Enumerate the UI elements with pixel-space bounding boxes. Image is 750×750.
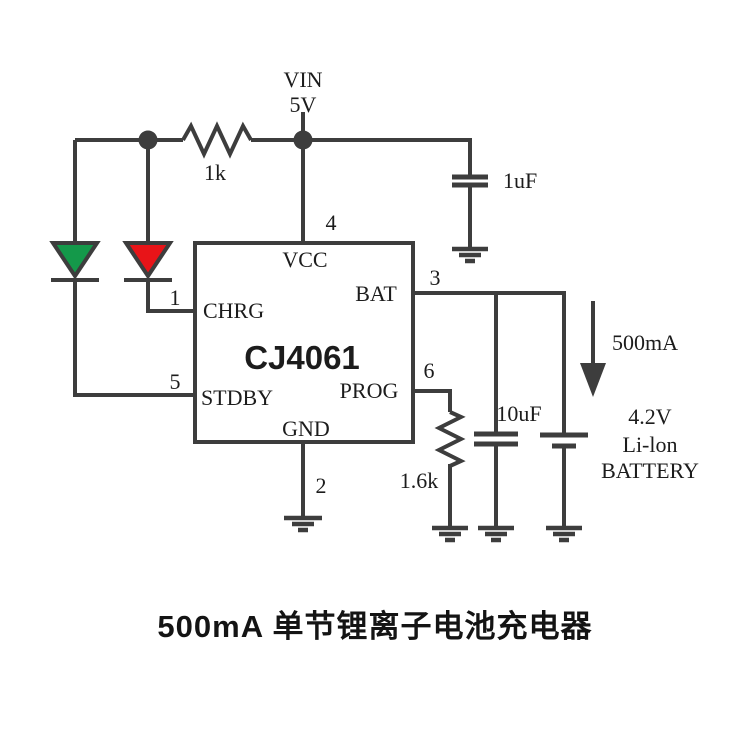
pin-label-gnd: GND	[282, 416, 330, 441]
battery-voltage-label: 4.2V	[628, 404, 672, 429]
ground-symbol-cout	[478, 525, 514, 543]
vin-net-label: VIN	[283, 67, 322, 92]
ground-symbol-battery	[546, 525, 582, 543]
pin-number-prog: 6	[424, 358, 435, 383]
pin-label-prog: PROG	[340, 378, 399, 403]
r-pullup-value-label: 1k	[204, 160, 226, 185]
pin-number-gnd: 2	[316, 473, 327, 498]
pin-label-stdby: STDBY	[201, 385, 273, 410]
ground-symbol-ic	[284, 515, 322, 533]
c-out-value-label: 10uF	[496, 401, 541, 426]
pin-label-vcc: VCC	[282, 247, 327, 272]
resistor-1k6-symbol	[434, 410, 466, 468]
charge-current-label: 500mA	[612, 330, 678, 355]
wire-stdby	[73, 280, 195, 397]
pin-number-vcc: 4	[326, 210, 337, 235]
ground-symbol-rprog	[432, 525, 468, 543]
vin-voltage-label: 5V	[290, 92, 317, 117]
pin-label-bat: BAT	[355, 281, 397, 306]
r-prog-value-label: 1.6k	[400, 468, 439, 493]
battery-chemistry-label: Li-lon	[623, 432, 678, 457]
ic-part-number: CJ4061	[244, 339, 360, 376]
resistor-1k-symbol	[181, 121, 253, 159]
wire-prog	[413, 389, 452, 412]
green-led-icon	[49, 241, 101, 280]
wire-chrg	[146, 280, 195, 313]
schematic-title: 500mA 单节锂离子电池充电器	[157, 609, 593, 644]
pin-number-stdby: 5	[170, 369, 181, 394]
pin-number-chrg: 1	[170, 285, 181, 310]
pin-label-chrg: CHRG	[203, 298, 264, 323]
current-arrow-head-icon	[580, 363, 606, 397]
c-in-value-label: 1uF	[503, 168, 537, 193]
battery-label: BATTERY	[601, 458, 699, 483]
pin-number-bat: 3	[430, 265, 441, 290]
red-led-icon	[122, 241, 174, 280]
ground-symbol-cin	[452, 246, 488, 264]
